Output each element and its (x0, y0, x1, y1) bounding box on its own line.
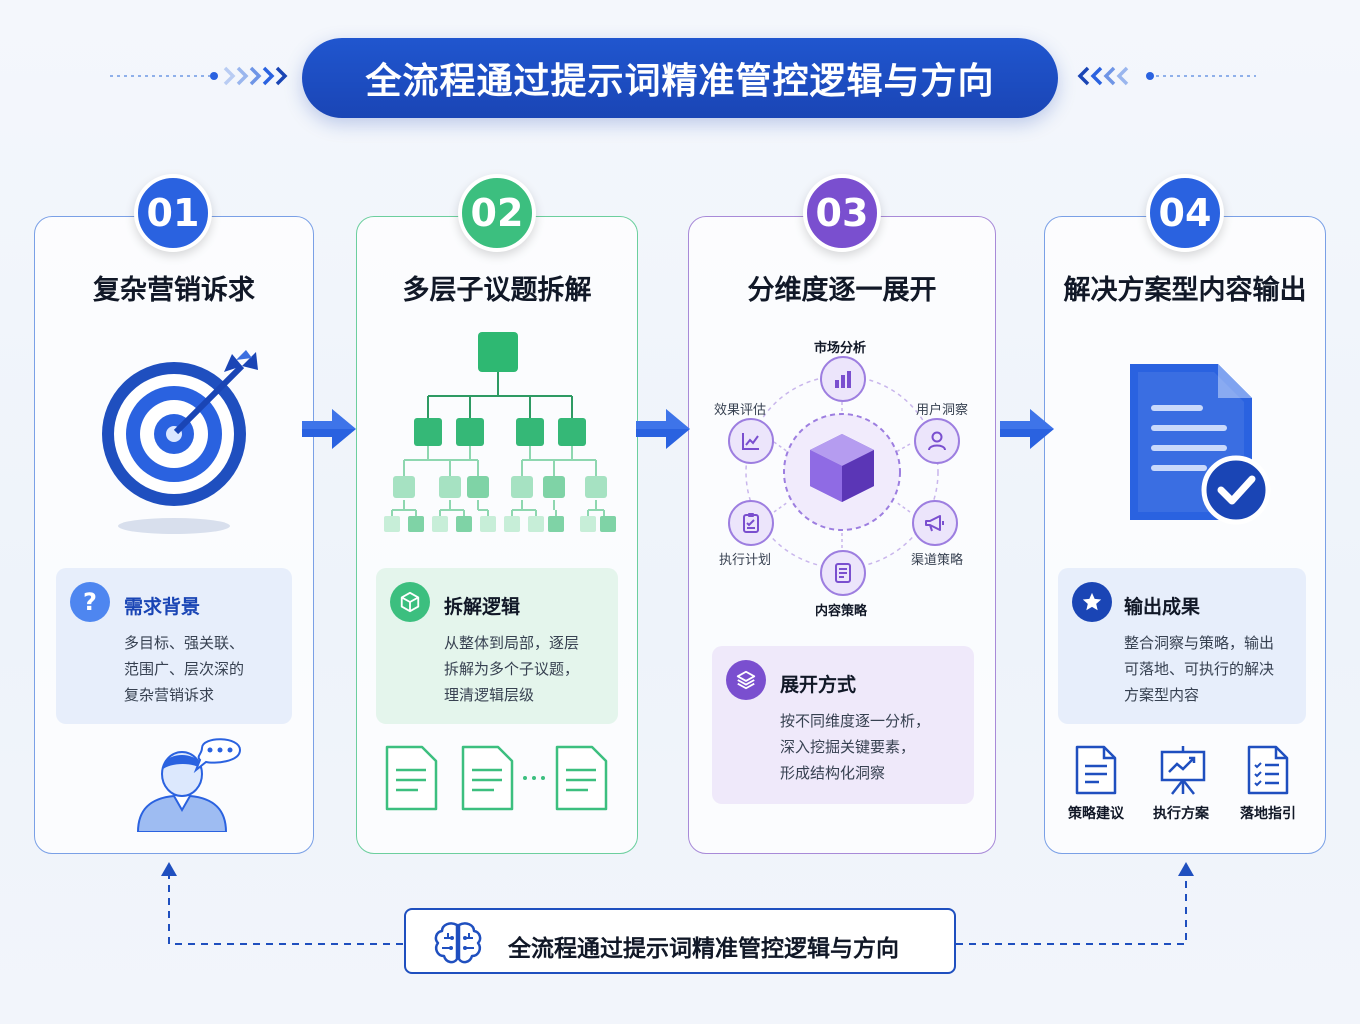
main-title: 全流程通过提示词精准管控逻辑与方向 (365, 61, 995, 102)
dimension-node-user (914, 418, 960, 464)
need-background-heading: 需求背景 (124, 596, 201, 618)
clipboard-icon (743, 513, 759, 533)
feedback-loop-connector (161, 862, 1194, 945)
document-list-icon (835, 563, 851, 583)
step-title-2: 多层子议题拆解 (402, 275, 592, 306)
user-icon (928, 431, 946, 451)
checklist-icon (1247, 745, 1289, 795)
strategy-document-icon (1075, 745, 1117, 795)
step-badge-2: 02 (458, 174, 536, 252)
dimension-node-channel (912, 500, 958, 546)
user-thinking-icon (136, 738, 242, 832)
output-label-strategy: 策略建议 (1068, 806, 1124, 822)
step-badge-4: 04 (1146, 174, 1224, 252)
output-label-guide: 落地指引 (1240, 806, 1296, 822)
dimension-label-user: 用户洞察 (916, 403, 969, 418)
dimension-label-content: 内容策略 (815, 604, 868, 619)
footer-summary: 全流程通过提示词精准管控逻辑与方向 (404, 908, 956, 974)
step-title-4: 解决方案型内容输出 (1063, 275, 1307, 306)
footer-summary-text: 全流程通过提示词精准管控逻辑与方向 (508, 936, 899, 962)
dimension-wheel (745, 375, 939, 569)
output-result-line-3: 方案型内容 (1124, 686, 1200, 704)
dimension-node-market (820, 356, 866, 402)
flow-arrow-2 (636, 409, 690, 449)
document-stack-icon (385, 745, 608, 811)
dimension-label-market: 市场分析 (814, 341, 867, 356)
step-card-1 (34, 216, 314, 854)
decompose-logic-line-3: 理清逻辑层级 (444, 686, 535, 704)
header-decoration-right (1077, 66, 1256, 86)
need-background-line-1: 多目标、强关联、 (124, 634, 245, 652)
step-title-1: 复杂营销诉求 (93, 275, 255, 306)
decompose-logic-heading: 拆解逻辑 (444, 596, 521, 618)
line-chart-icon (742, 433, 759, 450)
main-title-banner: 全流程通过提示词精准管控逻辑与方向 (302, 38, 1058, 118)
expansion-method-line-3: 形成结构化洞察 (780, 764, 886, 782)
expansion-method-line-2: 深入挖掘关键要素， (780, 738, 916, 756)
decompose-logic-line-2: 拆解为多个子议题， (444, 660, 580, 678)
question-icon: ? (70, 582, 110, 622)
expansion-method-line-1: 按不同维度逐一分析， (780, 712, 931, 730)
flow-arrow-3 (1000, 409, 1054, 449)
bar-chart-icon (835, 371, 851, 388)
presentation-board-icon (1160, 746, 1206, 795)
need-background-line-2: 范围广、层次深的 (124, 660, 245, 678)
layers-icon (726, 660, 766, 700)
cube-outline-icon (390, 582, 430, 622)
expansion-method-heading: 展开方式 (780, 674, 857, 696)
brain-icon (434, 922, 482, 964)
dimension-label-plan: 执行计划 (719, 553, 772, 568)
step-badge-1: 01 (134, 174, 212, 252)
dimension-node-plan (728, 500, 774, 546)
output-result-heading: 输出成果 (1124, 596, 1201, 618)
dimension-label-evaluation: 效果评估 (714, 403, 767, 418)
dimension-node-content (820, 550, 866, 596)
need-background-line-3: 复杂营销诉求 (124, 686, 215, 704)
output-result-line-1: 整合洞察与策略，输出 (1124, 634, 1275, 652)
dimension-node-evaluation (728, 418, 774, 464)
output-label-execution: 执行方案 (1153, 806, 1209, 822)
flow-arrow-1 (302, 409, 356, 449)
decompose-logic-line-1: 从整体到局部，逐层 (444, 634, 580, 652)
dimension-label-channel: 渠道策略 (911, 553, 964, 568)
hierarchy-tree-icon (384, 332, 616, 532)
step-badge-3: 03 (803, 174, 881, 252)
star-icon (1072, 582, 1112, 622)
target-arrow-icon (102, 350, 258, 534)
output-result-line-2: 可落地、可执行的解决 (1124, 660, 1275, 678)
document-check-icon (1130, 364, 1271, 525)
step-title-3: 分维度逐一展开 (747, 275, 937, 306)
header-decoration-left (110, 66, 288, 86)
megaphone-icon (925, 515, 944, 532)
